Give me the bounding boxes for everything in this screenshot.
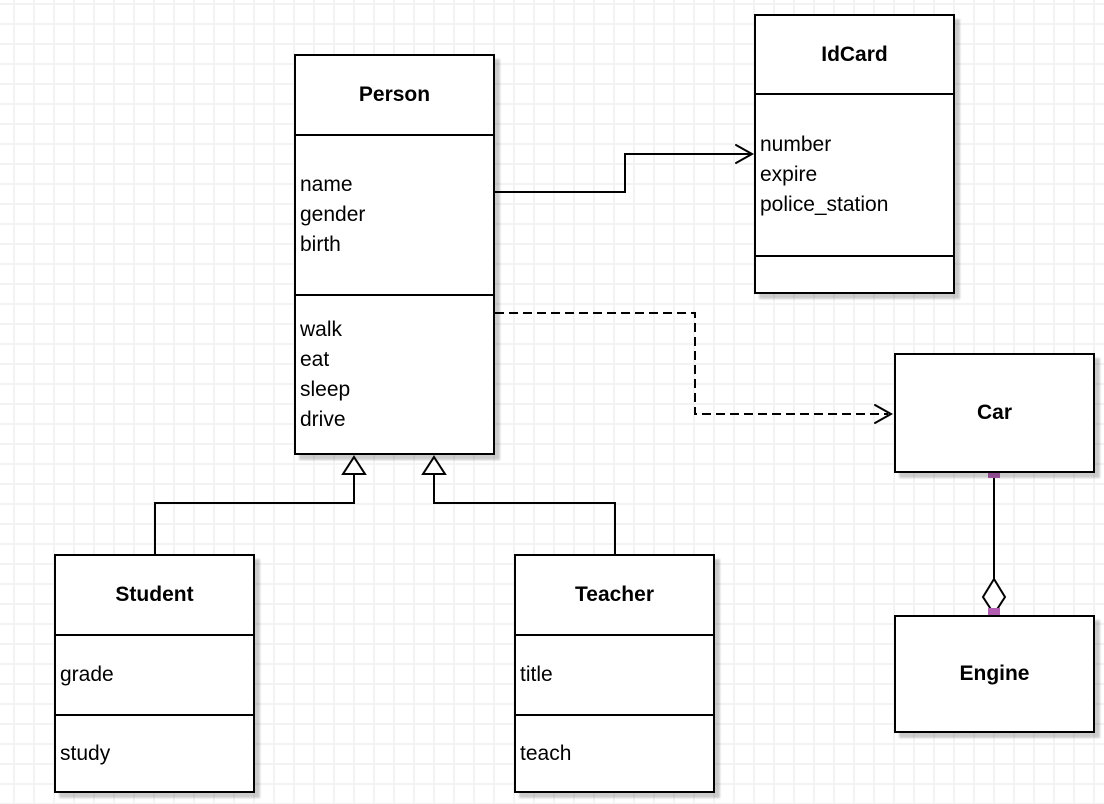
method: sleep (300, 377, 351, 401)
attributes-section: grade (56, 634, 253, 714)
attribute: police_station (760, 193, 889, 216)
dependency-person-car[interactable] (495, 312, 894, 424)
class-title: Engine (959, 662, 1030, 685)
method: walk (300, 317, 343, 341)
hollow-triangle-icon (341, 455, 367, 475)
attribute: grade (60, 663, 114, 686)
attribute: number (760, 133, 832, 156)
open-arrow-icon (735, 144, 755, 164)
attributes-section: title (516, 634, 713, 714)
generalization-line[interactable] (154, 474, 355, 554)
class-box-student[interactable]: Student grade study (54, 554, 255, 793)
class-box-car[interactable]: Car (894, 353, 1095, 473)
class-box-person[interactable]: Person name gender birth walk eat sleep … (294, 54, 495, 455)
open-arrow-icon (874, 404, 894, 424)
generalization-teacher-person[interactable] (421, 455, 616, 554)
attribute: gender (300, 203, 366, 226)
hollow-triangle-icon (421, 455, 447, 475)
class-box-teacher[interactable]: Teacher title teach (514, 554, 715, 793)
class-title: Student (115, 583, 194, 606)
association-line[interactable] (495, 153, 750, 193)
attribute: name (300, 173, 353, 196)
methods-section: teach (516, 714, 713, 791)
class-title: Person (358, 83, 431, 106)
method: eat (300, 347, 330, 371)
attribute: title (520, 663, 553, 686)
method: teach (520, 741, 572, 765)
methods-section: study (56, 714, 253, 791)
attribute: birth (300, 233, 341, 256)
association-person-idcard[interactable] (495, 144, 755, 193)
method: study (60, 741, 111, 765)
attributes-section: name gender birth (296, 134, 493, 294)
class-title: Car (976, 401, 1013, 424)
methods-section (756, 255, 953, 292)
attributes-section: number expire police_station (756, 93, 953, 255)
aggregation-car-engine[interactable] (981, 466, 1007, 620)
generalization-student-person[interactable] (154, 455, 367, 554)
class-box-engine[interactable]: Engine (894, 615, 1095, 733)
attribute: expire (760, 163, 818, 186)
class-title: Teacher (575, 583, 654, 606)
class-box-idcard[interactable]: IdCard number expire police_station (754, 14, 955, 294)
method: drive (300, 407, 346, 431)
methods-section: walk eat sleep drive (296, 294, 493, 453)
generalization-line[interactable] (433, 474, 616, 554)
class-title: IdCard (821, 42, 888, 66)
dependency-line[interactable] (495, 312, 888, 415)
